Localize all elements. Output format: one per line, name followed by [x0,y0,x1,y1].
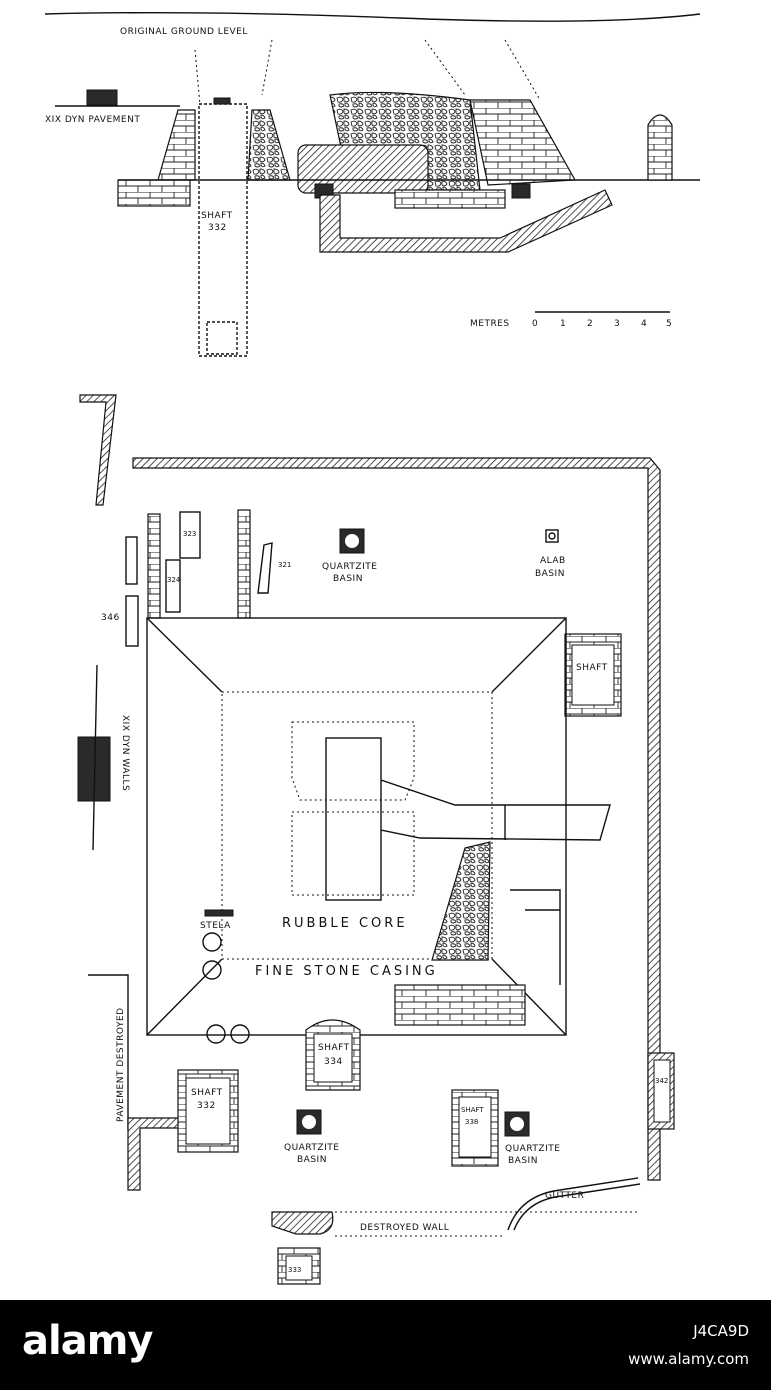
scale-tick: 0 [532,319,538,329]
offering-circle [202,932,222,952]
shaft-box [125,536,138,585]
xix-dyn-walls-label: XIX DYN WALLS [120,715,130,791]
watermark-footer: alamy J4CA9D www.alamy.com [0,1300,771,1390]
shaft-323 [179,511,201,559]
pavement-destroyed-label: PAVEMENT DESTROYED [116,1007,126,1122]
offering-circle [202,960,222,980]
offering-circle [230,1024,250,1044]
burial-chamber-block [297,144,429,194]
shaft-321-label: 321 [278,561,291,569]
alab-basin-label: BASIN [535,569,565,579]
shaft-346 [125,595,139,647]
quartzite-basin [339,528,365,554]
stela-label: STELA [200,921,231,931]
shaft-332-label: 332 [197,1101,216,1111]
scale-tick: 2 [587,319,593,329]
original-ground-level-label: ORIGINAL GROUND LEVEL [120,27,248,37]
fine-casing-section [469,99,576,186]
shaft-338-label: SHAFT [461,1106,484,1114]
cross-section: ORIGINAL GROUND LEVEL XIX DYN PAVEMENT S… [44,11,701,357]
alamy-logo: alamy [22,1318,153,1364]
ground-plan: XIX DYN WALLS 324 323 321 346 QUARTZITE … [77,394,675,1285]
shaft-332-label: SHAFT [191,1088,223,1098]
quartzite-basin-label: BASIN [333,574,363,584]
shaft-333-label: 333 [288,1266,301,1274]
scale-tick: 4 [641,319,647,329]
rubble-core-label: RUBBLE CORE [282,916,408,931]
quartzite-basin-label: QUARTZITE [322,562,377,572]
original-ground-line [44,11,701,22]
shaft-342-label: 342 [655,1077,668,1085]
shaft-334-label: 334 [324,1057,343,1067]
enclosure-wall [132,457,661,1181]
pyramid-core-outline [221,691,493,960]
site-url: www.alamy.com [628,1350,749,1368]
shaft-321 [257,542,273,594]
quartzite-basin-label: QUARTZITE [505,1144,560,1154]
archaeological-plan-drawing: ORIGINAL GROUND LEVEL XIX DYN PAVEMENT S… [44,11,701,1285]
image-id: J4CA9D [693,1322,749,1340]
shaft-right-label: SHAFT [576,663,608,673]
destroyed-wall-label: DESTROYED WALL [360,1223,449,1233]
chamber-outline [291,721,415,801]
scale-ticks: 0 1 2 3 4 5 [532,319,672,329]
shaft-334-label: SHAFT [318,1043,350,1053]
shaft-number: 332 [208,223,227,233]
scale-tick: 5 [666,319,672,329]
casing-stones [394,984,526,1026]
burial-chamber [325,737,382,901]
rubble-area [431,841,491,961]
scale-tick: 1 [560,319,566,329]
quartzite-basin-label: BASIN [508,1156,538,1166]
shaft-324 [165,559,181,613]
scale-tick: 3 [614,319,620,329]
shaft-label: SHAFT [201,211,233,221]
shaft-324-label: 324 [167,576,181,584]
foundation-left [117,179,191,207]
fine-stone-casing-label: FINE STONE CASING [255,964,438,979]
quartzite-basin-label: BASIN [297,1155,327,1165]
alabaster-basin [545,529,559,543]
rubble-fill-left [247,109,291,181]
pavement-label: XIX DYN PAVEMENT [45,115,140,125]
pavement-block [86,89,118,106]
casing-left [157,109,196,181]
underground-passage [319,189,613,253]
stela-slab [204,909,234,917]
offering-circle [206,1024,226,1044]
quartzite-basin-label: QUARTZITE [284,1143,339,1153]
scale-label: METRES [470,319,510,329]
shaft-323-label: 323 [183,530,196,538]
chapel-section [647,114,673,181]
shaft-346-label: 346 [101,613,120,623]
wall-fragment-top-left [79,394,117,506]
destroyed-wall-fragment [271,1211,334,1235]
shaft-338-label: 338 [465,1118,478,1126]
gutter-label: GUTTER [545,1191,584,1201]
alab-basin-label: ALAB [540,556,566,566]
